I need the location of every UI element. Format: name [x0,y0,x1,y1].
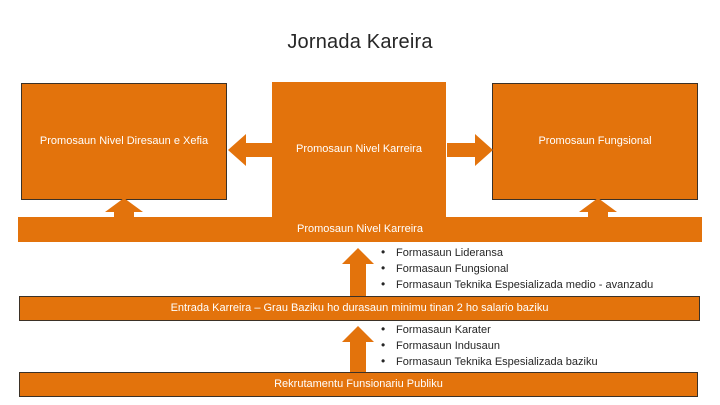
page-title: Jornada Kareira [287,31,433,53]
arrow-up-icon [104,198,144,220]
arrow-right-icon [447,133,493,167]
list-item: Formasaun Teknika Espesializada medio - … [378,276,653,293]
bar-rekrutamentu-label: Rekrutamentu Funsionariu Publiku [274,377,443,390]
arrow-up-icon [578,198,618,220]
bar-entrada-karreira[interactable]: Entrada Karreira – Grau Baziku ho durasa… [19,296,700,321]
arrow-up-icon [341,248,375,296]
bar-rekrutamentu-funsionariu-publiku[interactable]: Rekrutamentu Funsionariu Publiku [19,372,698,397]
arrow-up-icon [341,326,375,372]
box-left-label: Promosaun Nivel Diresaun e Xefia [39,134,209,147]
arrow-left-icon [228,133,274,167]
box-promosaun-nivel-diresaun-e-xefia[interactable]: Promosaun Nivel Diresaun e Xefia [21,83,227,200]
box-center-label: Promosaun Nivel Karreira [296,143,422,156]
bullet-list-upper: Formasaun Lideransa Formasaun Fungsional… [378,244,653,293]
bullet-list-lower: Formasaun Karater Formasaun Indusaun For… [378,321,598,370]
bar-promosaun-nivel-karreira[interactable]: Promosaun Nivel Karreira [18,217,702,242]
list-item: Formasaun Teknika Espesializada baziku [378,353,598,370]
bar-entrada-label: Entrada Karreira – Grau Baziku ho durasa… [170,301,549,314]
list-item: Formasaun Indusaun [378,337,598,354]
box-promosaun-nivel-karreira[interactable]: Promosaun Nivel Karreira [272,82,446,218]
list-item: Formasaun Karater [378,321,598,338]
box-right-label: Promosaun Fungsional [538,134,652,147]
bar-karreira-label: Promosaun Nivel Karreira [297,222,423,235]
box-promosaun-fungsional[interactable]: Promosaun Fungsional [492,83,698,200]
list-item: Formasaun Lideransa [378,244,653,261]
list-item: Formasaun Fungsional [378,260,653,277]
